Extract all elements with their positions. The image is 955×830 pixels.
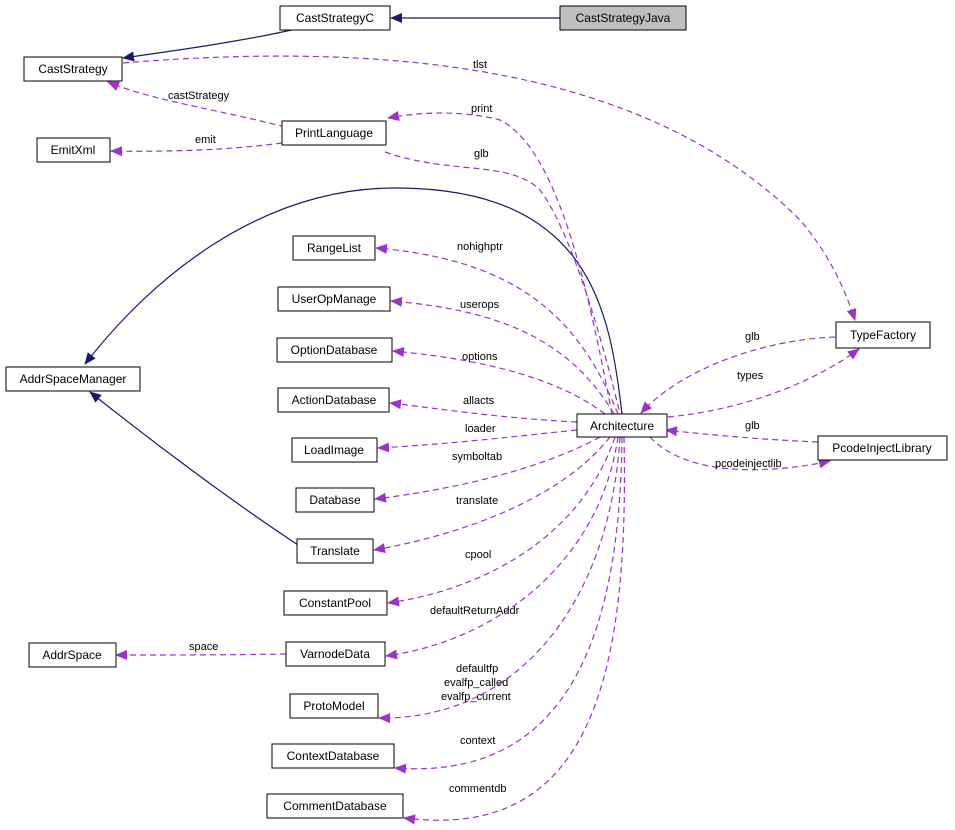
edge-caststrategyc-to-caststrategy xyxy=(122,27,301,62)
node-addrspacemanager[interactable]: AddrSpaceManager xyxy=(5,366,141,392)
node-caststrategyjava[interactable]: CastStrategyJava xyxy=(559,5,687,31)
edge-translate-to-addrspacemanager xyxy=(89,391,299,546)
label-nohighptr: nohighptr xyxy=(457,241,503,253)
node-contextdatabase[interactable]: ContextDatabase xyxy=(271,743,395,769)
label-print: print xyxy=(471,103,492,115)
node-addrspace[interactable]: AddrSpace xyxy=(28,642,117,668)
node-printlanguage[interactable]: PrintLanguage xyxy=(281,120,387,146)
node-label: CommentDatabase xyxy=(283,799,387,813)
node-label: CastStrategyJava xyxy=(576,11,671,25)
nodes: CastStrategyJava CastStrategyC CastStrat… xyxy=(5,5,948,819)
label-cpool: cpool xyxy=(465,549,491,561)
node-protomodel[interactable]: ProtoModel xyxy=(289,693,379,719)
label-evalfp-current: evalfp_current xyxy=(441,691,511,703)
label-types: types xyxy=(737,370,764,382)
node-varnodedata[interactable]: VarnodeData xyxy=(285,641,386,667)
edge-space xyxy=(115,649,287,660)
edge-glb-print xyxy=(384,151,621,415)
node-translate[interactable]: Translate xyxy=(296,538,374,564)
edge-labels: tlst castStrategy emit print glb nohighp… xyxy=(168,59,782,795)
node-label: AddrSpaceManager xyxy=(20,372,127,386)
node-optiondatabase[interactable]: OptionDatabase xyxy=(276,337,393,363)
edge-print xyxy=(387,111,613,415)
node-caststrategy[interactable]: CastStrategy xyxy=(23,56,123,82)
edge-emit xyxy=(110,142,283,157)
node-rangelist[interactable]: RangeList xyxy=(292,235,376,261)
label-caststrategy: castStrategy xyxy=(168,90,230,102)
node-label: RangeList xyxy=(307,241,362,255)
node-label: PrintLanguage xyxy=(295,126,373,140)
label-evalfp-called: evalfp_called xyxy=(444,677,508,689)
edge-glb-typefactory xyxy=(640,336,836,414)
node-label: ConstantPool xyxy=(299,596,371,610)
edge-nohighptr xyxy=(375,243,619,415)
node-label: ContextDatabase xyxy=(287,749,380,763)
edge-default-return-addr xyxy=(385,436,619,660)
node-label: CastStrategy xyxy=(38,62,107,76)
label-options: options xyxy=(462,351,498,363)
label-default-return-addr: defaultReturnAddr xyxy=(430,605,520,617)
edge-context xyxy=(394,436,623,774)
label-context: context xyxy=(460,735,495,747)
edge-symboltab xyxy=(374,436,601,503)
label-translate: translate xyxy=(456,495,498,507)
inheritance-edges xyxy=(84,13,623,546)
edge-glb-pcode xyxy=(665,426,819,443)
node-constantpool[interactable]: ConstantPool xyxy=(283,590,388,616)
node-label: ProtoModel xyxy=(303,699,364,713)
label-loader: loader xyxy=(465,423,496,435)
edge-options xyxy=(392,347,606,415)
label-glb-print: glb xyxy=(474,148,489,160)
node-database[interactable]: Database xyxy=(295,487,375,513)
node-commentdatabase[interactable]: CommentDatabase xyxy=(266,793,404,819)
node-label: Database xyxy=(309,493,361,507)
node-pcodeinjectlibrary[interactable]: PcodeInjectLibrary xyxy=(817,435,948,461)
edge-allacts xyxy=(389,399,578,423)
node-label: VarnodeData xyxy=(300,647,370,661)
node-actiondatabase[interactable]: ActionDatabase xyxy=(277,387,390,413)
node-label: OptionDatabase xyxy=(291,343,378,357)
node-label: UserOpManage xyxy=(292,292,377,306)
edge-types xyxy=(667,348,860,418)
node-label: EmitXml xyxy=(51,143,96,157)
label-commentdb: commentdb xyxy=(449,783,506,795)
label-space: space xyxy=(189,641,218,653)
node-caststrategyc[interactable]: CastStrategyC xyxy=(279,5,391,31)
label-pcodeinjectlib: pcodeinjectlib xyxy=(715,458,782,470)
edge-tlst xyxy=(122,55,857,321)
usage-edges xyxy=(107,55,860,825)
label-emit: emit xyxy=(195,134,216,146)
node-label: CastStrategyC xyxy=(296,11,374,25)
label-glb-pcode: glb xyxy=(745,420,760,432)
label-glb-typefactory: glb xyxy=(745,331,760,343)
node-label: AddrSpace xyxy=(42,648,102,662)
edge-commentdb xyxy=(403,436,626,825)
edge-cpool xyxy=(387,436,616,607)
edge-loader xyxy=(377,429,578,453)
node-useropmanage[interactable]: UserOpManage xyxy=(277,286,391,312)
node-label: Architecture xyxy=(590,419,654,433)
label-allacts: allacts xyxy=(463,395,495,407)
edge-pcodeinjectlib xyxy=(649,436,831,471)
node-label: PcodeInjectLibrary xyxy=(832,441,931,455)
node-label: TypeFactory xyxy=(850,328,916,342)
edge-translate xyxy=(373,436,611,554)
node-architecture[interactable]: Architecture xyxy=(576,413,668,438)
node-typefactory[interactable]: TypeFactory xyxy=(835,321,931,349)
node-emitxml[interactable]: EmitXml xyxy=(36,137,111,163)
node-label: ActionDatabase xyxy=(292,393,377,407)
node-loadimage[interactable]: LoadImage xyxy=(291,437,378,463)
node-label: LoadImage xyxy=(304,443,364,457)
edge-architecture-to-addrspacemanager xyxy=(84,187,623,415)
label-symboltab: symboltab xyxy=(452,451,502,463)
edge-caststrategy-link xyxy=(107,81,286,128)
label-userops: userops xyxy=(460,299,500,311)
node-label: Translate xyxy=(310,544,360,558)
label-defaultfp: defaultfp xyxy=(456,663,498,675)
label-tlst: tlst xyxy=(473,59,487,71)
edge-protomodel xyxy=(378,436,621,724)
edge-userops xyxy=(390,296,615,415)
